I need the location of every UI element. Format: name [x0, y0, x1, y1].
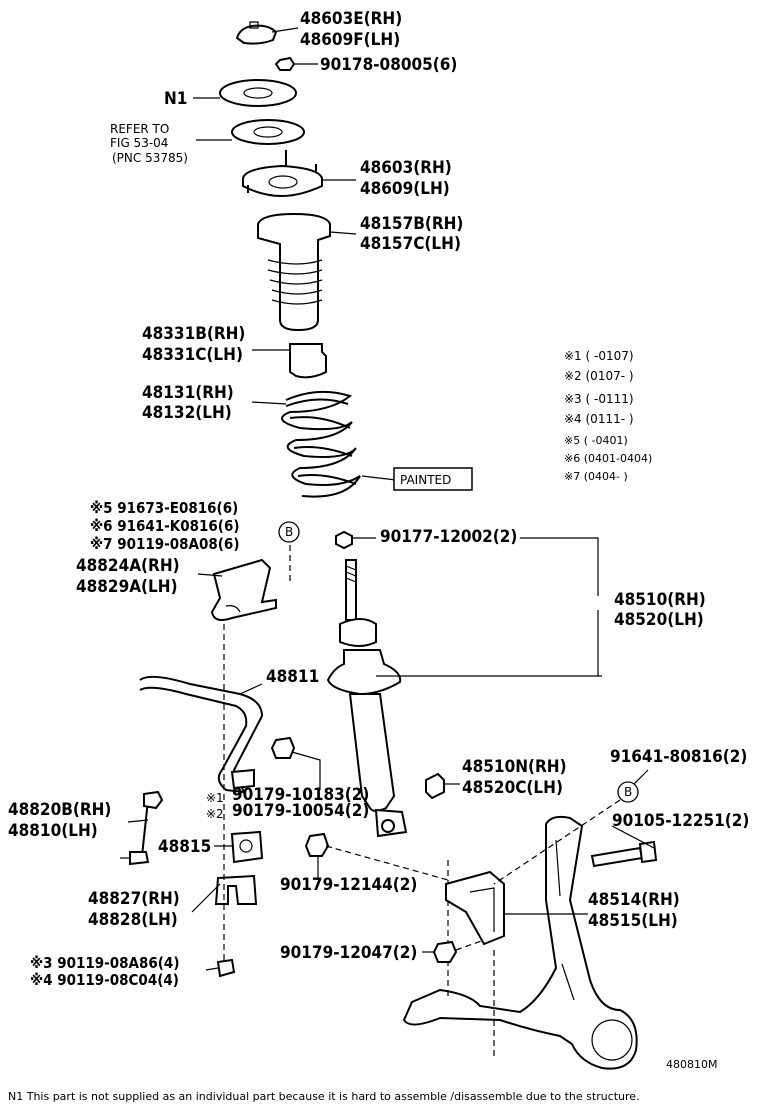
- dashed-bolt-line: [493, 799, 621, 885]
- label-strut-bushing-rh: 48510N(RH): [462, 757, 567, 777]
- knuckle-nut-part: [422, 939, 485, 963]
- circle-b-marker-lower: [617, 781, 639, 803]
- strut-bushing-part: [425, 772, 460, 800]
- label-stabilizer-bolt-3: ※3 90119-08A86(4): [30, 954, 179, 972]
- note-5: ※5 ( -0401): [564, 434, 628, 447]
- stabilizer-bushing-part: [214, 830, 264, 864]
- label-painted: PAINTED: [400, 473, 451, 487]
- label-link-rh: 48820B(RH): [8, 800, 111, 820]
- note-6: ※6 (0401-0404): [564, 452, 652, 465]
- footnote: N1 This part is not supplied as an indiv…: [8, 1090, 640, 1103]
- label-nut-12047: 90179-12047(2): [280, 943, 417, 963]
- label-link-lh: 48810(LH): [8, 821, 98, 841]
- label-refer-3: (PNC 53785): [112, 151, 188, 165]
- upper-nut-part: [274, 56, 318, 71]
- label-lower-bracket-rh: 48514(RH): [588, 890, 680, 910]
- label-bushing-bracket-lh: 48828(LH): [88, 910, 178, 930]
- label-boot-rh: 48157B(RH): [360, 214, 463, 234]
- label-bracket-bolt-5: ※5 91673-E0816(6): [90, 499, 238, 517]
- figure-id: 480810M: [666, 1058, 717, 1071]
- label-bracket-bolt-6: ※6 91641-K0816(6): [90, 517, 240, 535]
- coil-spring-part: [251, 390, 473, 498]
- label-spring-rh: 48131(RH): [142, 383, 234, 403]
- stabilizer-link-part: [120, 790, 164, 866]
- stabilizer-bracket-part: [197, 545, 291, 621]
- circle-b-marker-upper: [278, 521, 300, 543]
- stabilizer-nut-part: [270, 736, 321, 790]
- long-bolt-part: [590, 825, 658, 868]
- label-support-rh: 48603(RH): [360, 158, 452, 178]
- shock-absorber-part: [326, 537, 602, 838]
- label-boot-lh: 48157C(LH): [360, 234, 461, 254]
- mark-2: ※2: [206, 807, 224, 821]
- label-nut-10183: 90179-10183(2): [232, 785, 369, 805]
- bushing-bracket-part: [191, 874, 258, 913]
- note-3: ※3 ( -0111): [564, 392, 634, 406]
- label-bumper-lh: 48331C(LH): [142, 345, 243, 365]
- label-strut-lh: 48520(LH): [614, 610, 704, 630]
- label-bracket-rh: 48824A(RH): [76, 556, 180, 576]
- label-n1: N1: [164, 89, 187, 109]
- lower-nut-part: [304, 832, 449, 881]
- label-support-cover-lh: 48609F(LH): [300, 30, 400, 50]
- stabilizer-bolt-part: [205, 958, 236, 978]
- label-stabilizer-bar: 48811: [266, 667, 319, 687]
- leader-line-bolt: [633, 769, 649, 785]
- label-upper-nut: 90178-08005(6): [320, 55, 457, 75]
- label-support-lh: 48609(LH): [360, 179, 450, 199]
- support-cover-part: [235, 21, 299, 45]
- stabilizer-bar-part: [139, 675, 264, 793]
- label-lower-bracket-lh: 48515(LH): [588, 911, 678, 931]
- mark-1: ※1: [206, 791, 224, 805]
- label-strut-nut: 90177-12002(2): [380, 527, 517, 547]
- label-bracket-bolt-7: ※7 90119-08A08(6): [90, 535, 239, 553]
- label-strut-bushing-lh: 48520C(LH): [462, 778, 563, 798]
- label-bumper-rh: 48331B(RH): [142, 324, 245, 344]
- plate-n1-part: [193, 79, 297, 107]
- label-bushing: 48815: [158, 837, 211, 857]
- dust-boot-part: [257, 212, 357, 332]
- strut-support-part: [242, 150, 356, 198]
- lower-strut-bracket-part: [445, 870, 588, 946]
- note-2: ※2 (0107- ): [564, 369, 634, 383]
- label-nut-10054: 90179-10054(2): [232, 801, 369, 821]
- label-stabilizer-bolt-4: ※4 90119-08C04(4): [30, 971, 179, 989]
- label-refer-1: REFER TO: [110, 122, 169, 136]
- plate-refer-part: [196, 119, 305, 145]
- label-circle-b-lower: B: [624, 785, 632, 799]
- strut-nut-part: [335, 530, 376, 550]
- label-spring-lh: 48132(LH): [142, 403, 232, 423]
- label-support-cover-rh: 48603E(RH): [300, 9, 402, 29]
- bound-stopper-part: [252, 343, 327, 379]
- label-bolt-12251: 90105-12251(2): [612, 811, 749, 831]
- note-7: ※7 (0404- ): [564, 470, 628, 483]
- label-circle-b-upper: B: [285, 525, 293, 539]
- note-4: ※4 (0111- ): [564, 412, 634, 426]
- label-refer-2: FIG 53-04: [110, 136, 168, 150]
- label-bracket-lh: 48829A(LH): [76, 577, 178, 597]
- label-bushing-bracket-rh: 48827(RH): [88, 889, 180, 909]
- note-1: ※1 ( -0107): [564, 349, 634, 363]
- label-bolt-80816: 91641-80816(2): [610, 747, 747, 767]
- label-strut-rh: 48510(RH): [614, 590, 706, 610]
- label-nut-12144: 90179-12144(2): [280, 875, 417, 895]
